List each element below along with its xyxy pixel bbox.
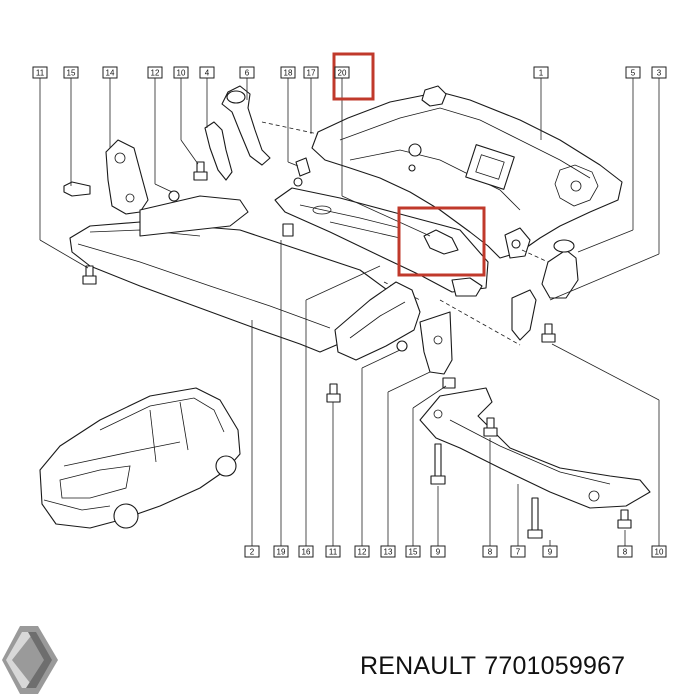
left-bracket <box>63 139 149 215</box>
highlight-box-part <box>397 206 486 277</box>
callout-18: 18 <box>280 66 296 79</box>
callout-11-bottom: 11 <box>325 545 341 558</box>
callout-2: 2 <box>244 545 260 558</box>
svg-text:7: 7 <box>516 548 521 557</box>
callout-6: 6 <box>239 66 255 79</box>
car-thumbnail <box>39 387 241 529</box>
left-mount-bracket <box>204 85 271 181</box>
highlight-box-callout-20 <box>332 52 375 101</box>
part-number: 7701059967 <box>484 652 626 680</box>
bolt-icon <box>193 161 208 181</box>
svg-text:11: 11 <box>329 548 338 557</box>
svg-text:17: 17 <box>307 69 316 78</box>
brand-name: RENAULT <box>360 652 477 680</box>
svg-text:8: 8 <box>623 548 628 557</box>
leader-lines <box>39 78 660 546</box>
svg-text:10: 10 <box>655 548 664 557</box>
front-cross-member <box>69 195 397 353</box>
bolt-icon <box>541 323 556 343</box>
callout-12-bottom: 12 <box>354 545 370 558</box>
subframe-part <box>311 85 623 259</box>
callout-3: 3 <box>651 66 667 79</box>
svg-text:18: 18 <box>284 69 293 78</box>
right-bracket <box>334 281 453 375</box>
svg-text:8: 8 <box>488 548 493 557</box>
svg-text:4: 4 <box>205 69 210 78</box>
callout-8-right: 8 <box>617 545 633 558</box>
callout-20: 20 <box>334 66 350 79</box>
svg-text:19: 19 <box>277 548 286 557</box>
callout-15-bottom: 15 <box>405 545 421 558</box>
svg-text:15: 15 <box>67 69 76 78</box>
bolt-icon <box>527 497 543 539</box>
right-mount <box>511 239 579 341</box>
svg-text:16: 16 <box>302 548 311 557</box>
svg-text:6: 6 <box>245 69 250 78</box>
bolt-icon <box>82 265 97 285</box>
callout-19: 19 <box>273 545 289 558</box>
bolt-icon <box>168 190 180 202</box>
callout-14: 14 <box>102 66 118 79</box>
callout-12-top: 12 <box>147 66 163 79</box>
lower-crossbar <box>419 387 651 509</box>
svg-text:15: 15 <box>409 548 418 557</box>
svg-text:1: 1 <box>539 69 544 78</box>
callout-10-top: 10 <box>173 66 189 79</box>
svg-text:13: 13 <box>384 548 393 557</box>
bolt-icon <box>282 223 294 237</box>
renault-logo-icon <box>2 626 58 694</box>
callout-17: 17 <box>303 66 319 79</box>
callout-10-bottom: 10 <box>651 545 667 558</box>
svg-text:2: 2 <box>250 548 255 557</box>
callout-1: 1 <box>533 66 549 79</box>
callout-5: 5 <box>625 66 641 79</box>
guide-line <box>521 249 549 263</box>
bolt-icon <box>442 377 456 389</box>
bolt-icon <box>617 509 632 529</box>
callout-4: 4 <box>199 66 215 79</box>
svg-text:5: 5 <box>631 69 636 78</box>
callout-11-top: 11 <box>32 66 48 79</box>
svg-text:12: 12 <box>151 69 160 78</box>
bolt-icon <box>430 443 446 485</box>
svg-text:11: 11 <box>36 69 45 78</box>
bolt-icon <box>326 383 341 403</box>
callout-15-top: 15 <box>63 66 79 79</box>
callout-9-left: 9 <box>430 545 446 558</box>
callout-13: 13 <box>380 545 396 558</box>
guide-line <box>439 299 521 346</box>
svg-text:9: 9 <box>548 548 553 557</box>
callout-16: 16 <box>298 545 314 558</box>
svg-text:12: 12 <box>358 548 367 557</box>
svg-text:9: 9 <box>436 548 441 557</box>
callout-9-right: 9 <box>542 545 558 558</box>
reinforcement-plate <box>274 157 489 297</box>
svg-text:14: 14 <box>106 69 115 78</box>
guide-line <box>261 121 319 135</box>
bolt-set <box>82 161 632 539</box>
bolt-icon <box>483 417 498 437</box>
svg-text:10: 10 <box>177 69 186 78</box>
callout-8-left: 8 <box>482 545 498 558</box>
svg-text:20: 20 <box>338 69 347 78</box>
callout-7: 7 <box>510 545 526 558</box>
svg-text:3: 3 <box>657 69 662 78</box>
